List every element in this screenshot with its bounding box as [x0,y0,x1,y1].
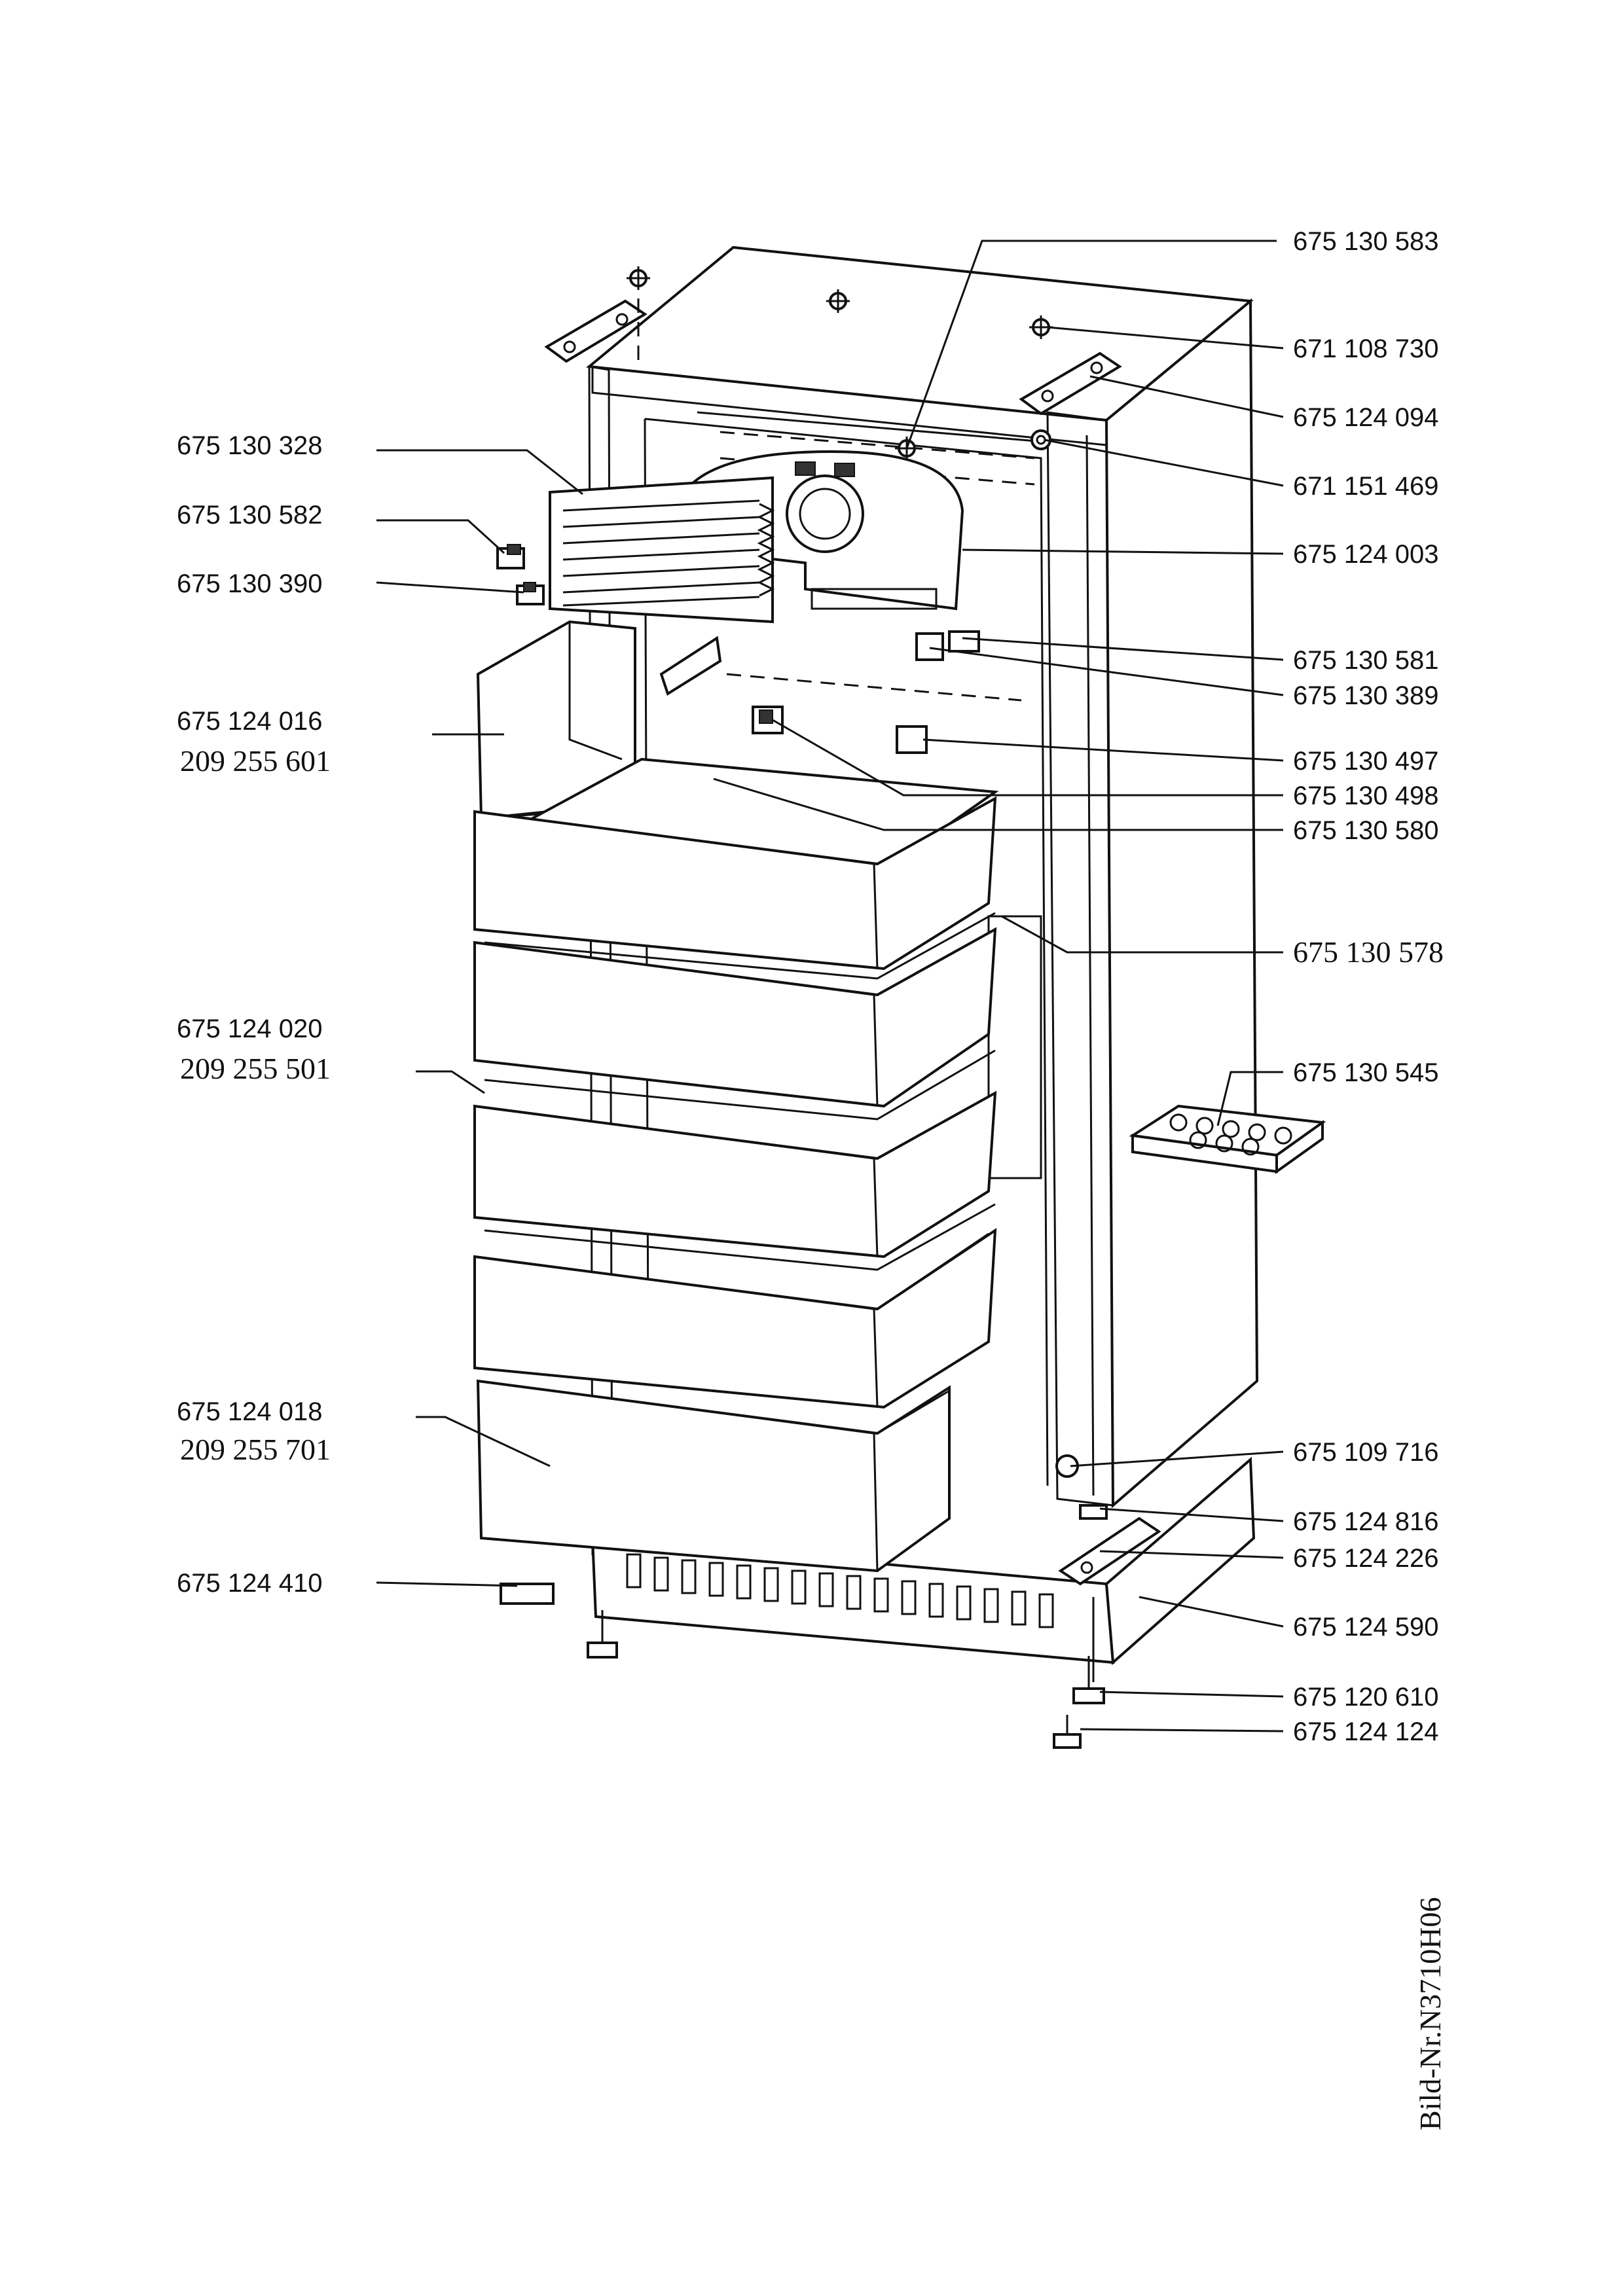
drawer-2 [473,927,997,1121]
part-label-alt: 209 255 501 [180,1052,331,1085]
part-number-labels-right: 675 130 583 671 108 730 675 124 094 671 … [1293,227,1444,1746]
part-label: 675 109 716 [1293,1438,1438,1467]
leader-lines [376,240,1284,1732]
part-label: 675 124 124 [1293,1717,1438,1746]
part-label: 675 130 328 [177,431,322,460]
drawer-1 [473,796,997,980]
part-number-labels-left: 675 130 328 675 130 582 675 130 390 675 … [177,431,331,1598]
part-label: 675 124 094 [1293,403,1438,432]
part-label: 675 130 498 [1293,781,1438,810]
part-label: 675 124 226 [1293,1544,1438,1573]
part-label: 675 124 590 [1293,1613,1438,1641]
figure-id: Bild-Nr.N3710H06 [1413,1897,1447,2131]
part-label-alt: 209 255 601 [180,744,331,778]
top-hinge-right [1019,351,1122,416]
part-label: 675 124 410 [177,1569,322,1598]
part-label: 675 130 581 [1293,646,1438,675]
part-label: 675 124 020 [177,1014,322,1043]
part-label: 671 151 469 [1293,472,1438,501]
part-label: 675 124 018 [177,1397,322,1426]
part-label: 675 130 390 [177,569,322,598]
part-label: 675 130 583 [1293,227,1438,256]
part-label: 671 108 730 [1293,334,1438,363]
part-label: 675 124 816 [1293,1507,1438,1536]
drawer-3 [473,1090,997,1271]
fan-grille [549,476,775,624]
feet [500,1583,1105,1749]
part-label: 675 130 497 [1293,747,1438,776]
part-label: 675 130 580 [1293,816,1438,845]
part-label: 675 120 610 [1293,1683,1438,1712]
top-screws [627,266,1053,460]
plinth-vents [626,1553,1054,1628]
part-label: 675 124 016 [177,707,322,736]
part-label: 675 130 545 [1293,1058,1438,1087]
part-label: 675 124 003 [1293,540,1438,569]
top-hinge-left [544,275,647,367]
part-label-alt: 209 255 701 [180,1433,331,1466]
part-label: 675 130 389 [1293,681,1438,710]
part-label: 675 130 578 [1293,935,1444,969]
cabinet-body [586,245,1259,1666]
drawer-bottom [476,1379,951,1573]
ice-cube-tray [1129,1104,1326,1174]
part-label: 675 130 582 [177,501,322,529]
drawer-4 [473,1228,997,1409]
